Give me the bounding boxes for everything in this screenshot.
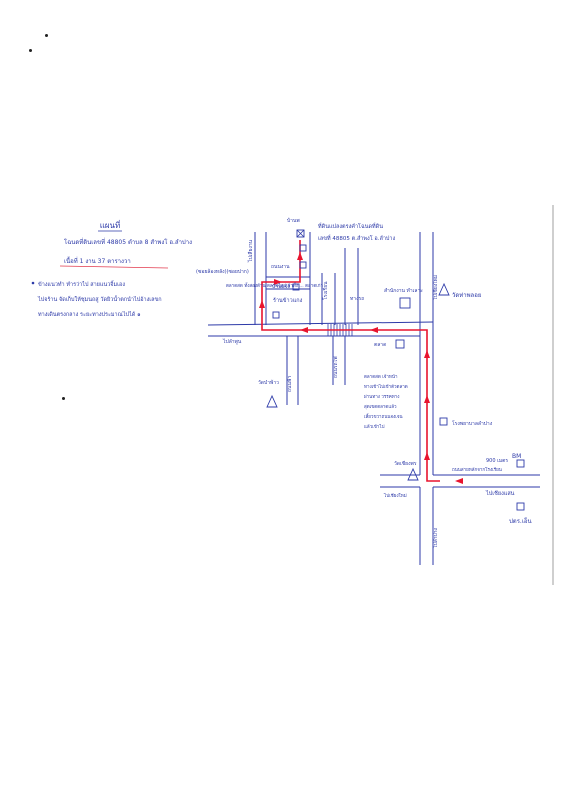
temple-markers: [266, 282, 450, 481]
school-label: โรงเรียน: [322, 281, 329, 300]
plot-title: ที่ดินแปลงตรงคำโฉนดที่ดิน: [318, 222, 384, 230]
temple-bottom-label: วัดเชียงพร: [394, 460, 417, 467]
desc-line-1: ตลาดสด เจ้าหน้า: [364, 374, 398, 380]
market-mid-label: ตลาด: [374, 342, 386, 348]
bm-distance-label: 900 เมตร: [486, 458, 508, 464]
route: [261, 240, 440, 482]
station-label: ปตร.เอ็น: [509, 516, 532, 525]
plot-deed: เลขที่ 48805 ต.สำพงโ อ.ลำปาง: [318, 234, 395, 242]
go-down-label: ไปลำปาง: [432, 527, 439, 549]
market-block-label: ตลาดสด ทั้งสองด้าน ตลาดใหม่ ผ้าตั้ง ... …: [226, 282, 324, 289]
desc-line-2: ทางเข้าไปเข้าตัวตลาด: [364, 384, 408, 390]
bm-label: BM: [512, 453, 521, 460]
mark-dot: [45, 34, 48, 37]
rest-office-label: ทางรถ: [350, 296, 364, 302]
buildings: [272, 244, 525, 511]
desc-line-5: เลี้ยวขวาถนนจงเจน: [364, 413, 403, 420]
map-heading: แผนที่: [100, 219, 121, 230]
shop-name-label: ร้านข้าวแกง: [273, 297, 303, 304]
desc-line-6: แล้วเข้าไป: [364, 424, 385, 430]
house-top-label: บ้านพ: [287, 217, 300, 224]
note-line-3: ทางเดินตรงกลาง ระยะทางประมาณไปได้ ๑: [38, 311, 141, 318]
road-centre-down-label: ถนนรถไฟ: [332, 356, 339, 378]
go-right-top-label: ไปลำพูน: [222, 338, 242, 345]
note-line-2: ไปจร้าน จัดเก็บให้ชุมนถสู วัดยิวน้ำตกนำไ…: [37, 295, 162, 303]
note-bullet: [31, 281, 35, 285]
road-to-top-label: ไปเสียงาน: [247, 239, 254, 263]
desc-line-3: ผ่านทาง วรรคทาง: [364, 394, 399, 400]
roads: [207, 232, 540, 565]
plot-marker-cross: [296, 229, 305, 238]
desc-line-4: สุดเขตตลาดแล้ว: [364, 404, 397, 410]
bm-note-label: ถนนสายหลักจากโรงเรียน: [452, 466, 502, 473]
go-west-label: ไปเชียงใหม่: [432, 275, 439, 301]
page-edge-right: [552, 205, 554, 585]
house-shop-label: บ้านแจ้ง: [272, 283, 291, 290]
office-label: สำนักงาน ทำเลาะ: [384, 288, 423, 294]
temple-left-label: วัดป่าพ้าว: [258, 379, 279, 386]
plot-marker: [296, 229, 305, 238]
mark-dot: [29, 49, 32, 52]
header-rule: [59, 265, 169, 269]
go-bottom-left-label: ไปเชียงใหม่: [383, 493, 407, 499]
note-line-1: ข้างแนวทำ ทำรว่าไป สายแนวจิ้มเอง: [38, 280, 125, 288]
deed-line: โฉนดที่ดินเลขที่ 48805 ตำบล 8 สำพงโ อ.ลำ…: [64, 238, 192, 246]
temple-right-label: วัดท่าพลอย: [452, 292, 481, 299]
area-line: เนื้อที่ 1 งาน 37 ตารางวา: [64, 255, 131, 265]
go-right-bottom-label: ไปเชียงแสน: [485, 490, 515, 497]
route-arrows: [259, 252, 463, 484]
road-left-down-label: ถนนฟ้า: [286, 376, 293, 392]
hospital-label: โรงพยาบาลลำปาง: [452, 420, 493, 427]
connect-road-label: (ซอยล้องหลัง)(ซอยปาก): [196, 268, 249, 275]
mark-dot: [62, 397, 65, 400]
road-top-mid-label: ถนนงาน: [271, 264, 290, 270]
